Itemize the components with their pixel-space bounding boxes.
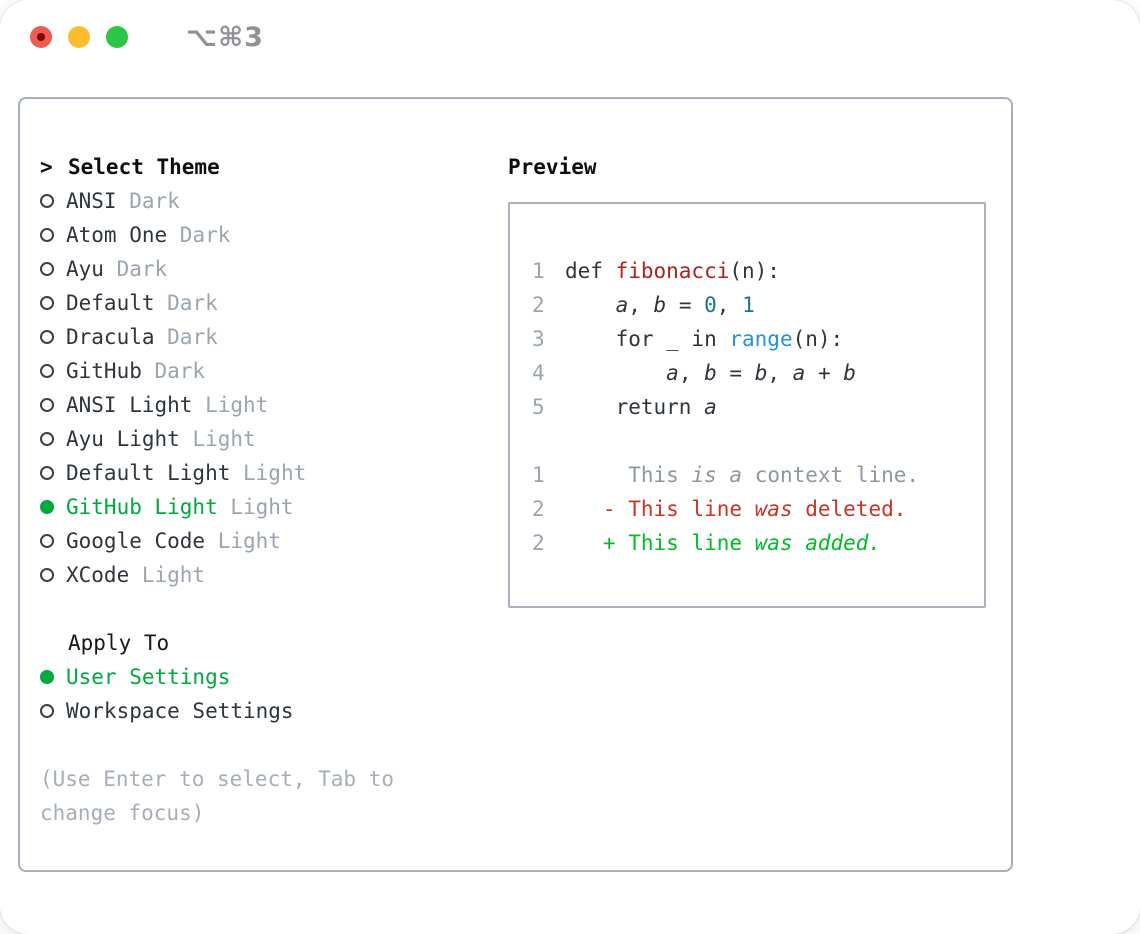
radio-unselected-icon	[40, 262, 54, 276]
code-text: for _ in range(n):	[565, 327, 844, 351]
item-label: GitHub Light	[66, 495, 218, 519]
line-number: 1	[532, 463, 545, 487]
item-label: Default	[66, 291, 155, 315]
item-label: User Settings	[66, 665, 231, 689]
item-variant-label: Dark	[116, 189, 180, 213]
item-variant-label: Light	[179, 427, 256, 451]
theme-item-github-light[interactable]: GitHub Light Light	[40, 490, 508, 524]
theme-item-default-light[interactable]: Default Light Light	[40, 456, 508, 490]
minimize-icon[interactable]	[68, 26, 90, 48]
item-label: ANSI Light	[66, 393, 193, 417]
item-variant-label: Light	[192, 393, 269, 417]
item-variant-label: Dark	[103, 257, 168, 281]
item-label: Google Code	[66, 529, 206, 553]
code-text: a, b = 0, 1	[615, 293, 755, 317]
code-line: 3 for _ in range(n):	[532, 322, 968, 356]
theme-item-ayu-light[interactable]: Ayu Light Light	[40, 422, 508, 456]
select-theme-heading-label: Select Theme	[68, 155, 220, 179]
theme-item-ansi[interactable]: ANSI Dark	[40, 184, 508, 218]
titlebar: ⌥⌘3	[0, 0, 1140, 74]
select-theme-heading: > Select Theme	[40, 150, 508, 184]
radio-unselected-icon	[40, 398, 54, 412]
item-variant-label: Dark	[167, 223, 231, 247]
theme-item-default[interactable]: Default Dark	[40, 286, 508, 320]
code-text: - This line was deleted.	[565, 497, 907, 521]
code-text: + This line was added.	[565, 531, 882, 555]
preview-heading: Preview	[508, 155, 597, 179]
theme-item-ayu[interactable]: Ayu Dark	[40, 252, 508, 286]
theme-item-atom-one[interactable]: Atom One Dark	[40, 218, 508, 252]
code-line: 1 def fibonacci(n):	[532, 254, 968, 288]
theme-item-dracula[interactable]: Dracula Dark	[40, 320, 508, 354]
code-line: 1 This is a context line.	[532, 458, 968, 492]
line-number: 2	[532, 293, 545, 317]
theme-item-github[interactable]: GitHub Dark	[40, 354, 508, 388]
item-label: GitHub	[66, 359, 142, 383]
item-label: Workspace Settings	[66, 699, 294, 723]
item-variant-label: Light	[129, 563, 206, 587]
item-variant-label: Dark	[141, 359, 206, 383]
code-text: a, b = b, a + b	[666, 361, 856, 385]
apply-option-user-settings[interactable]: User Settings	[40, 660, 508, 694]
radio-unselected-icon	[40, 704, 54, 718]
item-label: XCode	[66, 563, 130, 587]
code-text: def fibonacci(n):	[565, 259, 780, 283]
item-variant-label: Dark	[154, 325, 218, 349]
item-label: Ayu	[66, 257, 104, 281]
code-line	[532, 424, 968, 458]
radio-unselected-icon	[40, 466, 54, 480]
close-icon[interactable]	[30, 26, 52, 48]
apply-to-heading: Apply To	[40, 626, 508, 660]
item-variant-label: Light	[217, 495, 294, 519]
radio-unselected-icon	[40, 296, 54, 310]
radio-unselected-icon	[40, 228, 54, 242]
item-variant-label: Light	[230, 461, 307, 485]
zoom-icon[interactable]	[106, 26, 128, 48]
code-line: 2 a, b = 0, 1	[532, 288, 968, 322]
window-title: ⌥⌘3	[186, 21, 264, 53]
radio-unselected-icon	[40, 534, 54, 548]
item-variant-label: Dark	[154, 291, 218, 315]
code-text: This is a context line.	[565, 463, 920, 487]
apply-option-workspace-settings[interactable]: Workspace Settings	[40, 694, 508, 728]
keyboard-hint: (Use Enter to select, Tab to change focu…	[40, 767, 395, 825]
line-number: 4	[532, 361, 545, 385]
item-label: Default Light	[66, 461, 231, 485]
radio-unselected-icon	[40, 194, 54, 208]
line-number: 3	[532, 327, 545, 351]
radio-unselected-icon	[40, 568, 54, 582]
code-line: 4 a, b = b, a + b	[532, 356, 968, 390]
code-line: 2 + This line was added.	[532, 526, 968, 560]
code-line: 2 - This line was deleted.	[532, 492, 968, 526]
radio-unselected-icon	[40, 364, 54, 378]
item-label: Ayu Light	[66, 427, 180, 451]
theme-item-google-code[interactable]: Google Code Light	[40, 524, 508, 558]
item-label: ANSI	[66, 189, 117, 213]
radio-selected-icon	[40, 500, 54, 514]
theme-item-xcode[interactable]: XCode Light	[40, 558, 508, 592]
code-text: return a	[565, 395, 717, 419]
radio-selected-icon	[40, 670, 54, 684]
code-line: 5 return a	[532, 390, 968, 424]
apply-to-heading-label: Apply To	[68, 631, 170, 655]
item-label: Dracula	[66, 325, 155, 349]
line-number: 2	[532, 497, 545, 521]
radio-unselected-icon	[40, 330, 54, 344]
line-number: 5	[532, 395, 545, 419]
item-variant-label: Light	[205, 529, 281, 553]
theme-item-ansi-light[interactable]: ANSI Light Light	[40, 388, 508, 422]
radio-unselected-icon	[40, 432, 54, 446]
line-number: 2	[532, 531, 545, 555]
item-label: Atom One	[66, 223, 168, 247]
prompt-caret-icon: >	[40, 155, 53, 179]
line-number: 1	[532, 259, 545, 283]
